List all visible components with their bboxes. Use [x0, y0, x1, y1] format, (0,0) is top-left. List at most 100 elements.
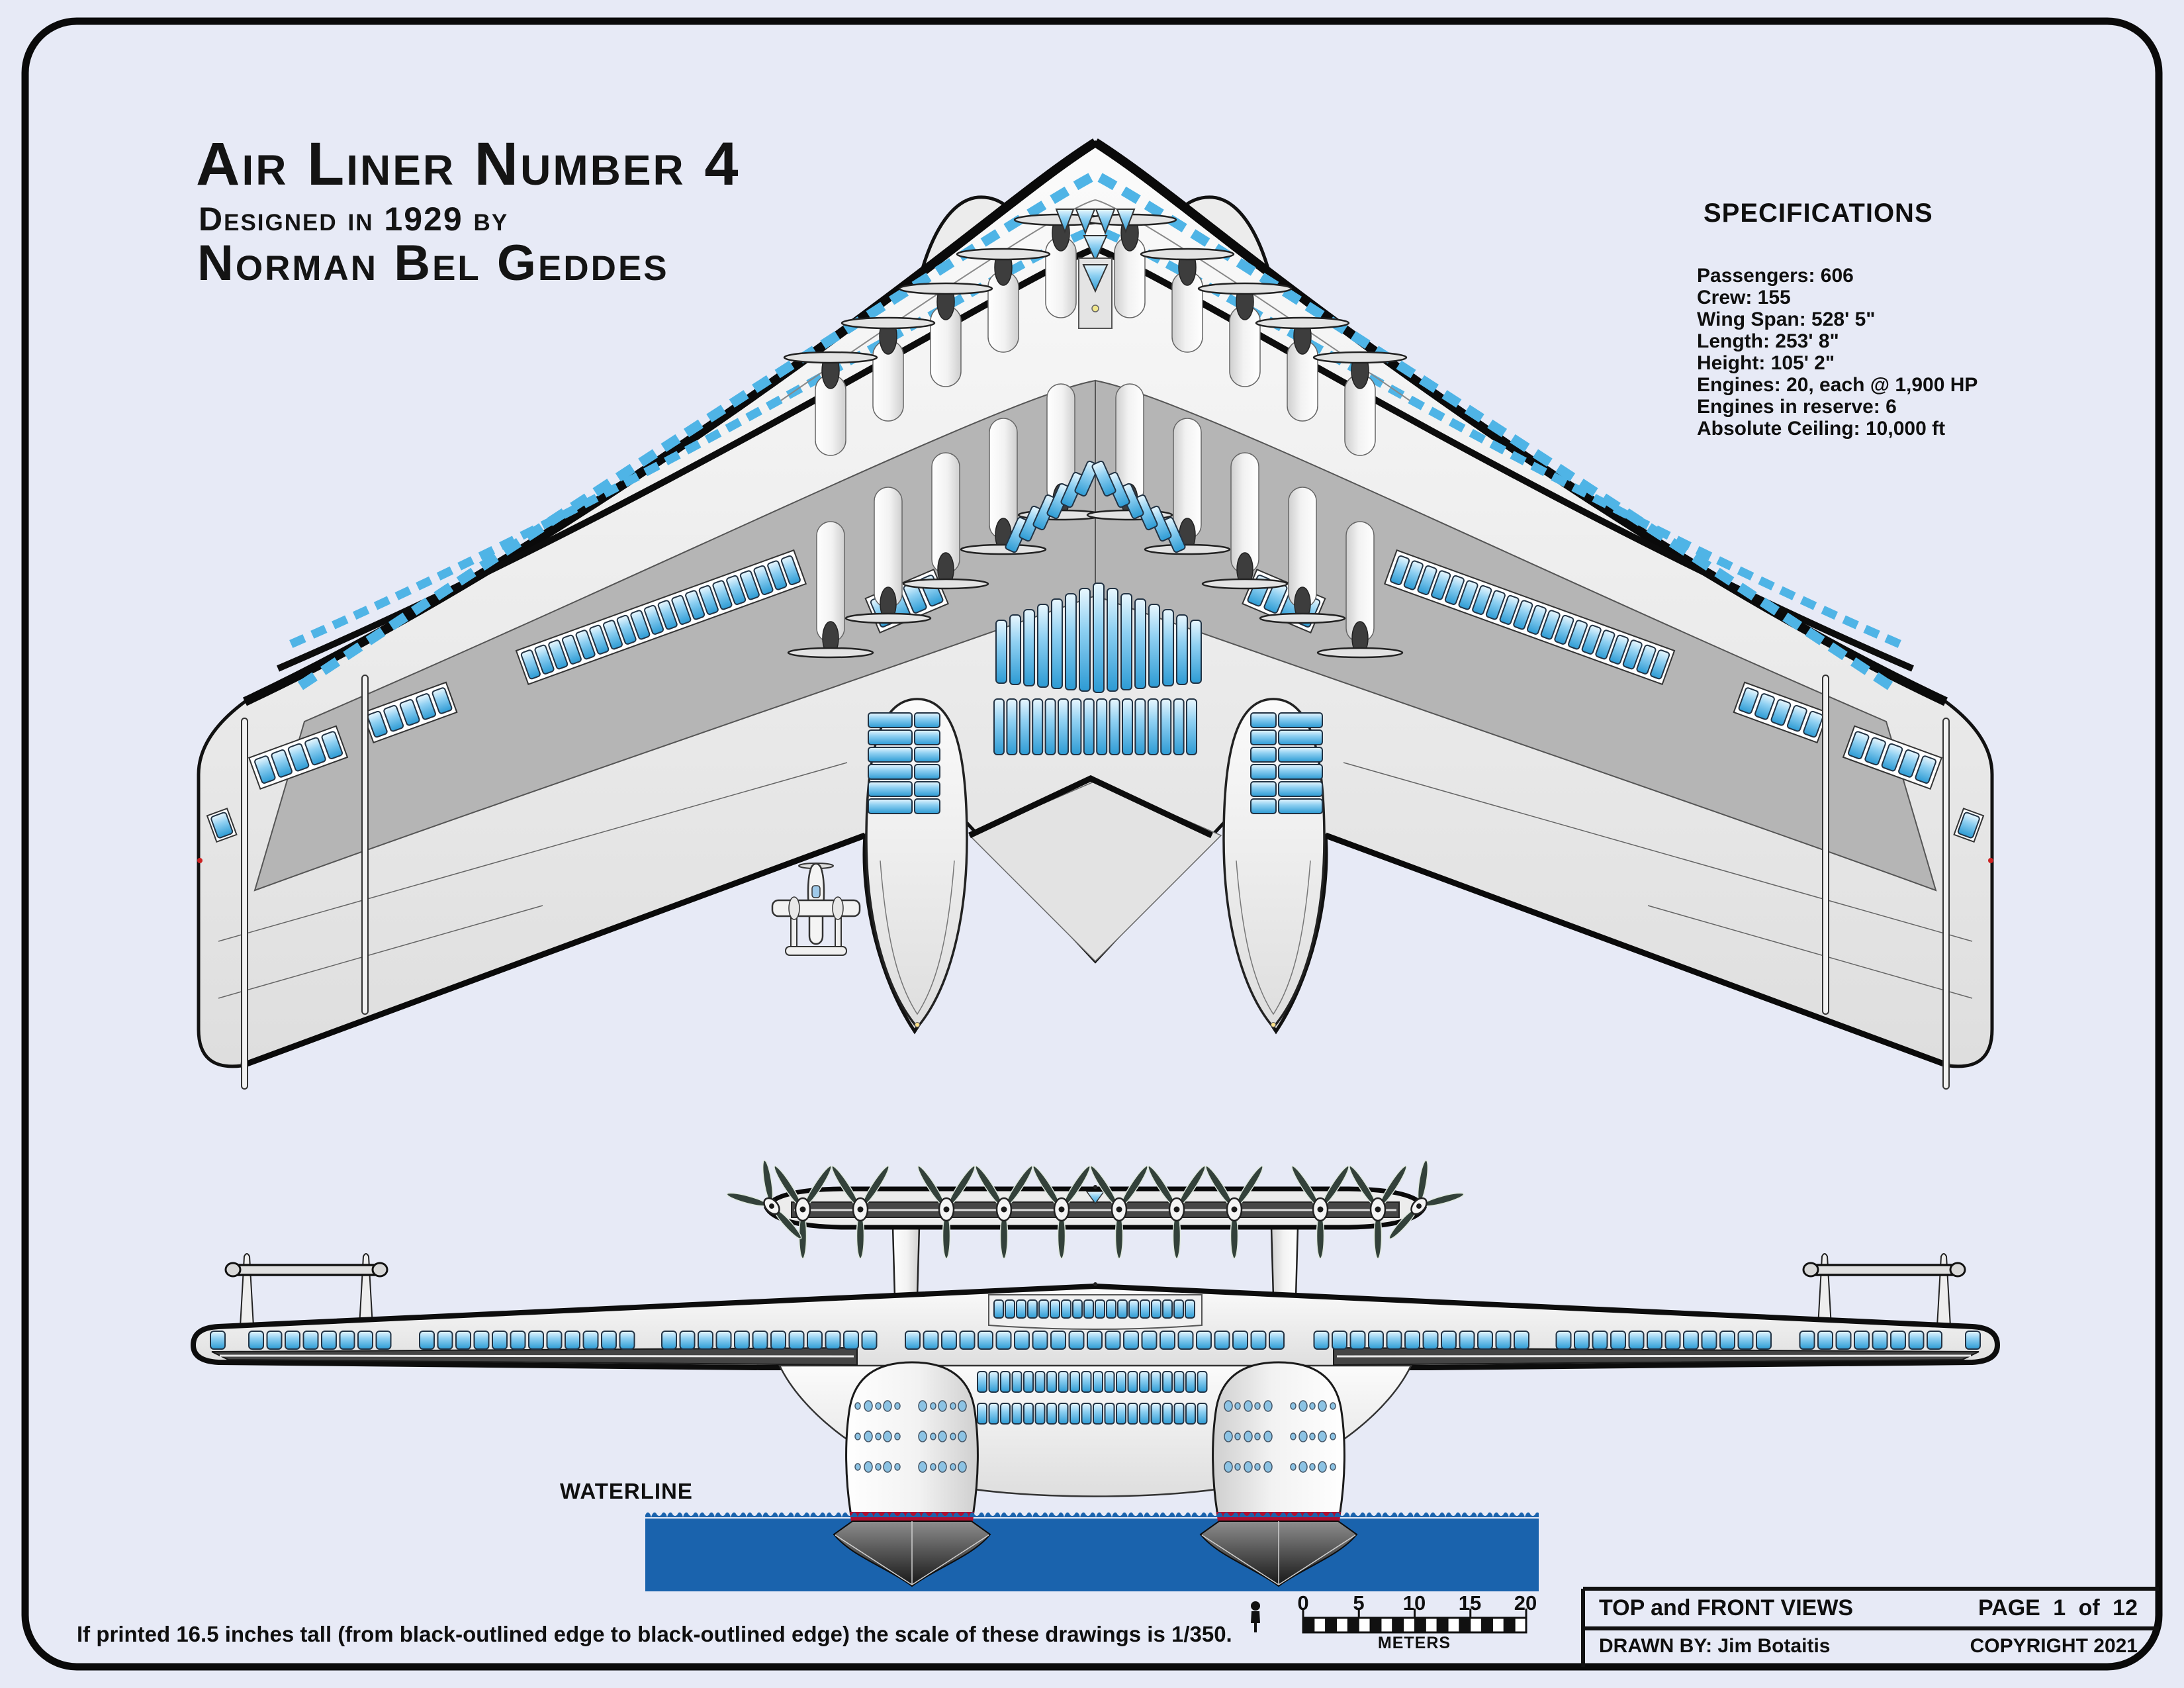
specifications-list: Passengers: 606 Crew: 155 Wing Span: 528… [1697, 265, 1978, 440]
window [1123, 1331, 1139, 1350]
window [978, 1331, 993, 1350]
window [419, 1331, 435, 1350]
propeller [1291, 1165, 1349, 1259]
top-view [197, 138, 1993, 1090]
spec-item: Wing Span: 528' 5" [1697, 308, 1876, 330]
porthole [930, 1402, 936, 1410]
porthole [918, 1430, 927, 1442]
window [1068, 1331, 1085, 1350]
window [616, 614, 637, 645]
window [561, 634, 582, 665]
window [767, 560, 788, 590]
window [1139, 1371, 1150, 1393]
window [1081, 1403, 1092, 1425]
window [520, 649, 541, 680]
window [1081, 1371, 1092, 1393]
scale-cell [1481, 1617, 1493, 1633]
window [995, 620, 1007, 684]
front-view [190, 1160, 2001, 1591]
spec-item: Absolute Ceiling: 10,000 ft [1697, 418, 1946, 440]
window [1069, 1403, 1080, 1425]
center-deck-edge [968, 775, 1213, 839]
window [1173, 1403, 1185, 1425]
window [914, 729, 940, 745]
window [1148, 604, 1160, 688]
scale-cell [1347, 1617, 1359, 1633]
porthole [894, 1463, 901, 1471]
window [1044, 698, 1056, 755]
window [868, 712, 913, 728]
window [1140, 1299, 1150, 1319]
window [1065, 593, 1077, 690]
window [1109, 698, 1120, 755]
window [1093, 1403, 1103, 1425]
porthole [883, 1461, 892, 1473]
spec-item: Engines in reserve: 6 [1697, 396, 1897, 418]
window [1034, 1371, 1046, 1393]
window [1091, 460, 1116, 497]
scale-comparison-airplane [771, 863, 861, 956]
window [285, 1331, 300, 1350]
window [437, 1331, 453, 1350]
window [1185, 1371, 1196, 1393]
porthole [930, 1463, 936, 1471]
scale-cell [1325, 1617, 1338, 1633]
spec-item: Height: 105' 2" [1697, 352, 1835, 374]
window [375, 1331, 392, 1350]
window [619, 1331, 635, 1350]
tip-rail-rod [241, 718, 248, 1090]
window [1160, 1331, 1175, 1350]
window [321, 731, 343, 760]
window [1185, 1403, 1196, 1425]
window [753, 565, 774, 595]
window [788, 1331, 805, 1350]
window [266, 1331, 283, 1350]
window [868, 764, 913, 780]
window [868, 729, 913, 745]
waterline-label: WATERLINE [560, 1479, 693, 1503]
window [1141, 1331, 1158, 1350]
propeller [774, 1165, 832, 1259]
window [1150, 1371, 1161, 1393]
window [1095, 1299, 1105, 1319]
porthole [875, 1463, 882, 1471]
window [1196, 1331, 1212, 1350]
page-title: Air Liner Number 4 [196, 130, 741, 198]
water-surface-waves [645, 1511, 1539, 1519]
window [734, 1331, 750, 1350]
title-block-frame [1581, 1587, 2159, 1667]
window [1000, 1403, 1011, 1425]
cabin-window-strip [515, 549, 807, 686]
porthole [864, 1461, 873, 1473]
propeller [1205, 1165, 1263, 1259]
spec-item: Length: 253' 8" [1697, 330, 1839, 352]
fairing-windows-upper [977, 1371, 1208, 1393]
window [644, 604, 664, 635]
window [565, 1331, 580, 1350]
scale-unit-label: METERS [1377, 1634, 1451, 1652]
sheet-border [21, 17, 2163, 1671]
tip-rail-cap [224, 1262, 242, 1278]
window [601, 1331, 617, 1350]
window [752, 1331, 768, 1350]
porthole [894, 1432, 901, 1440]
window [1058, 1403, 1069, 1425]
window [1046, 1403, 1057, 1425]
scale-tick-label: 5 [1353, 1591, 1365, 1615]
window [582, 1331, 599, 1350]
boom-tail-light [915, 1022, 920, 1027]
scale-cell [1514, 1617, 1527, 1633]
window [1058, 1371, 1069, 1393]
nose-light [1091, 305, 1099, 312]
boom-seam [880, 860, 955, 1015]
window [546, 1331, 563, 1350]
title-block-view-title: TOP and FRONT VIEWS [1599, 1595, 1854, 1620]
tip-rail-cap [371, 1262, 388, 1278]
window [914, 798, 940, 814]
bridge-windows [1055, 209, 1136, 263]
window [914, 712, 940, 728]
window [1162, 1299, 1173, 1319]
window [416, 693, 436, 720]
engine-column [898, 282, 993, 590]
engine-wing-apex-dot [1093, 1185, 1097, 1189]
